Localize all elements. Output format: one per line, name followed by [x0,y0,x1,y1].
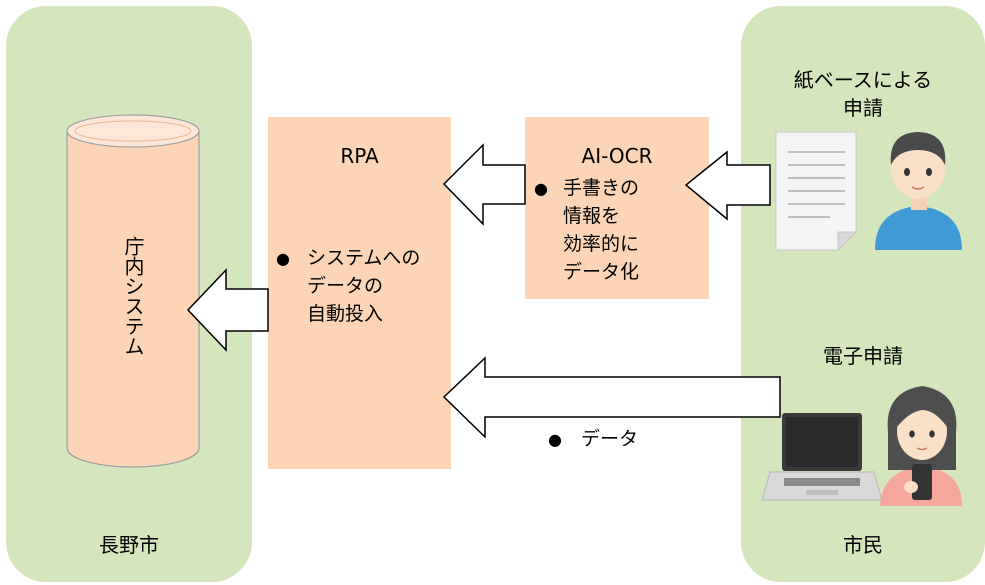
arrow-paper-to-aiocr [684,150,771,221]
ai-ocr-box [525,117,709,299]
rpa-line-1: システムへの [307,247,421,269]
woman-avatar-icon [880,386,962,506]
aiocr-line-1: 手書きの [563,177,640,199]
rpa-title: RPA [340,144,379,168]
electronic-application-label: 電子申請 [823,344,903,368]
system-label: 庁内システム [121,236,145,356]
city-label: 長野市 [99,533,159,557]
arrow-rpa-to-system [186,268,269,352]
citizen-label: 市民 [843,533,883,557]
aiocr-title: AI-OCR [581,144,653,168]
arrow-aiocr-to-rpa [442,143,526,226]
aiocr-line-2: 情報を [563,205,621,227]
man-avatar-icon [875,132,962,250]
rpa-line-3: 自動投入 [307,303,384,325]
aiocr-line-3: 効率的に [563,233,640,255]
rpa-box [268,117,451,469]
paper-application-line-1: 紙ベースによる [793,68,933,92]
data-arrow-bullet: ● [548,430,562,449]
system-cylinder [66,114,200,468]
rpa-bullet: ● [276,249,290,268]
arrow-electronic-to-rpa [442,356,781,439]
paper-application-line-2: 申請 [843,96,883,120]
aiocr-bullet: ● [534,179,548,198]
laptop-icon [761,413,883,501]
aiocr-line-4: データ化 [563,261,640,283]
data-arrow-label: データ [581,428,639,450]
paper-document-icon [775,131,858,252]
rpa-line-2: データの [307,275,384,297]
